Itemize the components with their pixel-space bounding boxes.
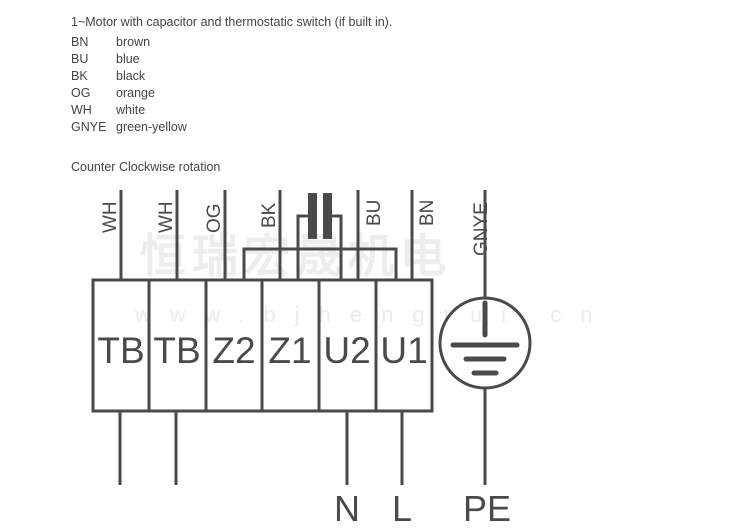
capacitor-lead-left <box>296 214 311 280</box>
rotation-label: Counter Clockwise rotation <box>71 160 221 174</box>
wire-label: OG <box>204 203 225 233</box>
legend-color: white <box>116 103 146 117</box>
legend-code: WH <box>71 103 92 117</box>
legend-color: orange <box>116 86 155 100</box>
bottom-wires <box>118 388 487 485</box>
legend-code: OG <box>71 86 91 100</box>
terminal-block: TB TB Z2 Z1 U2 U1 <box>91 278 434 413</box>
terminal-label: Z1 <box>268 330 311 371</box>
legend-color: blue <box>116 52 140 66</box>
legend-color: brown <box>116 35 151 49</box>
bridge-link <box>242 247 398 280</box>
terminal-label: U2 <box>323 330 370 371</box>
terminal-label: U1 <box>380 330 427 371</box>
wire-label: BK <box>259 202 280 228</box>
top-wires <box>119 190 487 298</box>
wire-label: BU <box>364 200 385 226</box>
terminal-label: Z2 <box>212 330 255 371</box>
legend-code: BU <box>71 52 89 66</box>
supply-label-pe: PE <box>463 488 511 528</box>
wire-label: WH <box>100 201 121 233</box>
wire-labels: WH WH OG BK BU BN GNYE <box>100 200 492 256</box>
wire-label: BN <box>417 200 438 226</box>
wire-label: GNYE <box>471 202 492 256</box>
watermark-text: 恒瑞宏晟机电 <box>140 230 452 282</box>
diagram-title: 1~Motor with capacitor and thermostatic … <box>71 15 393 29</box>
legend-code: BN <box>71 35 89 49</box>
legend-color: black <box>116 69 146 83</box>
earth-symbol-icon <box>438 296 532 390</box>
legend-color: green-yellow <box>116 120 187 134</box>
watermark-url: www.bjhengrui.cn <box>134 302 611 327</box>
capacitor-plate-right <box>323 193 332 239</box>
terminal-label: TB <box>97 330 144 371</box>
legend-code: BK <box>71 69 88 83</box>
capacitor-plate-left <box>308 193 317 239</box>
legend-code: GNYE <box>71 120 107 134</box>
supply-label-l: L <box>392 488 412 528</box>
supply-label-n: N <box>334 488 360 528</box>
terminal-label: TB <box>153 330 200 371</box>
wire-label: WH <box>156 201 177 233</box>
